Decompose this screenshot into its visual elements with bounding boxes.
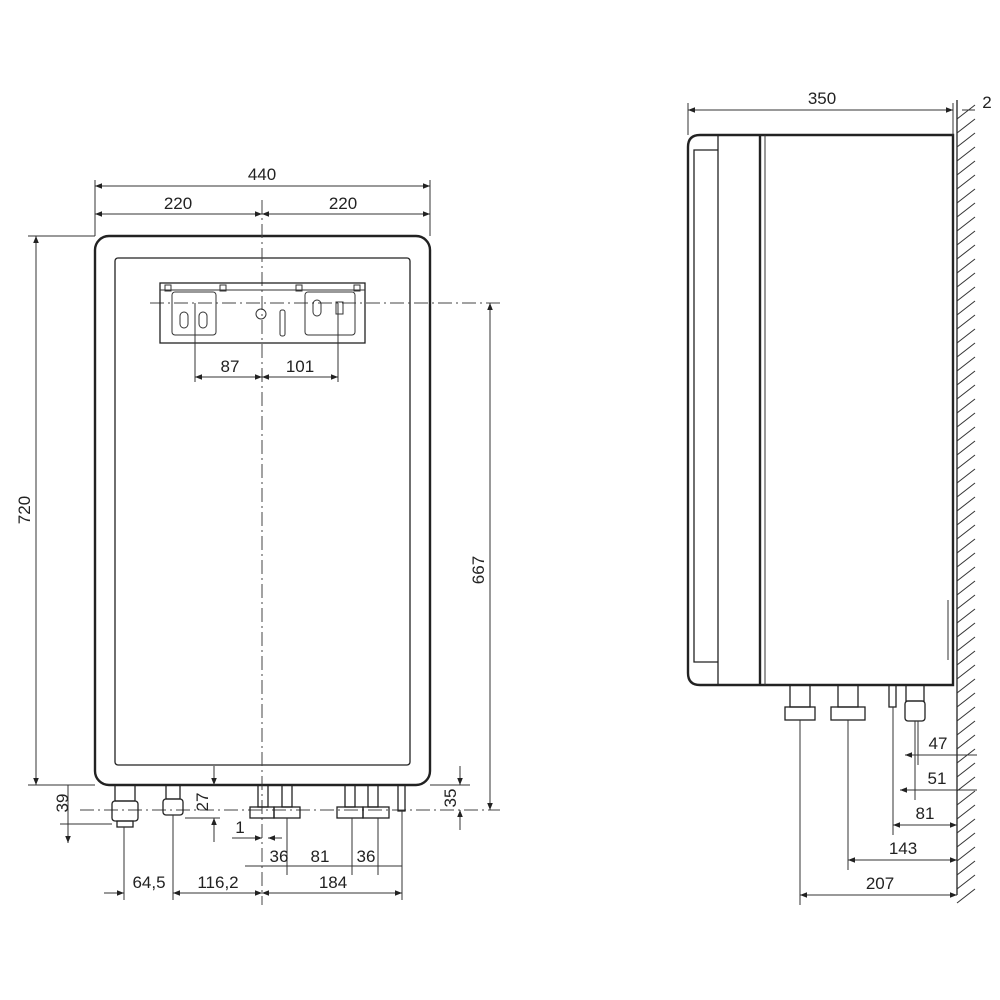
wall-hatch-line [956,650,976,666]
wall-hatch-line [956,720,976,736]
wall-hatch-line [956,636,976,652]
dim-184: 184 [319,873,347,892]
dim-27: 27 [193,793,212,812]
wall-hatch-line [956,314,976,330]
wall-hatch-line [956,566,976,582]
wall-hatch-line [956,384,976,400]
wall-hatch-line [956,174,976,190]
dim-220-right: 220 [329,194,357,213]
dim-2: 2 [982,93,991,112]
wall-hatch-line [956,762,976,778]
wall-hatch-line [956,328,976,344]
wall-hatch-line [956,664,976,680]
dim-81: 81 [311,847,330,866]
wall-hatch-line [956,468,976,484]
wall-hatch-line [956,454,976,470]
wall-hatch-line [956,440,976,456]
dim-64-5: 64,5 [132,873,165,892]
side-body-outline [686,133,955,687]
wall-hatch-line [956,160,976,176]
wall-hatch-line [956,538,976,554]
wall-hatch-line [956,426,976,442]
wall-hatch-line [956,104,976,120]
wall-hatch-line [956,118,976,134]
wall-hatch-line [956,272,976,288]
dim-720: 720 [15,496,34,524]
dim-207: 207 [866,874,894,893]
wall-hatch-line [956,594,976,610]
wall-hatch-line [956,398,976,414]
wall-hatch-line [956,580,976,596]
wall-hatch-line [956,244,976,260]
wall-hatch-line [956,258,976,274]
dim-667: 667 [469,556,488,584]
wall-hatch-line [956,552,976,568]
wall-hatch-line [956,370,976,386]
wall-hatch-line [956,300,976,316]
side-front-cover [693,149,718,663]
wall-hatch-line [956,412,976,428]
wall-hatch-line [956,804,976,820]
dim-36-a: 36 [270,847,289,866]
dim-81-side: 81 [916,804,935,823]
bottom-fittings [111,784,406,828]
dim-143: 143 [889,839,917,858]
dim-440: 440 [248,165,276,184]
wall-hatch-line [956,356,976,372]
dim-36-b: 36 [357,847,376,866]
wall-hatch-line [956,622,976,638]
wall-hatch-line [956,188,976,204]
wall-hatch-line [956,734,976,750]
dim-47: 47 [929,734,948,753]
wall-hatch-line [956,230,976,246]
wall-hatch-line [956,706,976,722]
side-fittings [784,684,926,722]
front-view: 440 220 220 720 667 87 101 39 27 [15,165,500,905]
wall-hatch-line [956,132,976,148]
dim-1: 1 [235,818,244,837]
wall-hatch-line [956,342,976,358]
wall-hatch-line [956,286,976,302]
wall-hatch-line [956,818,976,834]
side-dimensions: 350 2 47 51 81 143 207 [687,89,992,905]
dim-51: 51 [928,769,947,788]
wall-hatch-line [956,790,976,806]
mounting-bracket [159,282,366,344]
wall-hatch-line [956,888,976,904]
dim-87: 87 [221,357,240,376]
wall-hatch-line [956,608,976,624]
wall-hatch-line [956,496,976,512]
dim-350: 350 [808,89,836,108]
wall-hatch-line [956,524,976,540]
wall-hatch-line [956,678,976,694]
wall-hatch-line [956,860,976,876]
dim-220-left: 220 [164,194,192,213]
wall-hatch-line [956,846,976,862]
wall [956,100,976,904]
wall-hatch-line [956,482,976,498]
wall-hatch-line [956,692,976,708]
front-dimensions: 440 220 220 720 667 87 101 39 27 [15,165,493,900]
dim-116-2: 116,2 [197,873,238,892]
wall-hatch-line [956,146,976,162]
wall-hatch-line [956,202,976,218]
wall-hatch-line [956,510,976,526]
side-view: 350 2 47 51 81 143 207 [686,89,992,905]
wall-hatch-line [956,776,976,792]
dim-101: 101 [286,357,314,376]
dim-39: 39 [53,794,72,813]
wall-hatch-line [956,748,976,764]
wall-hatch-line [956,832,976,848]
dim-35: 35 [441,789,460,808]
wall-hatch-line [956,216,976,232]
wall-hatch-line [956,874,976,890]
